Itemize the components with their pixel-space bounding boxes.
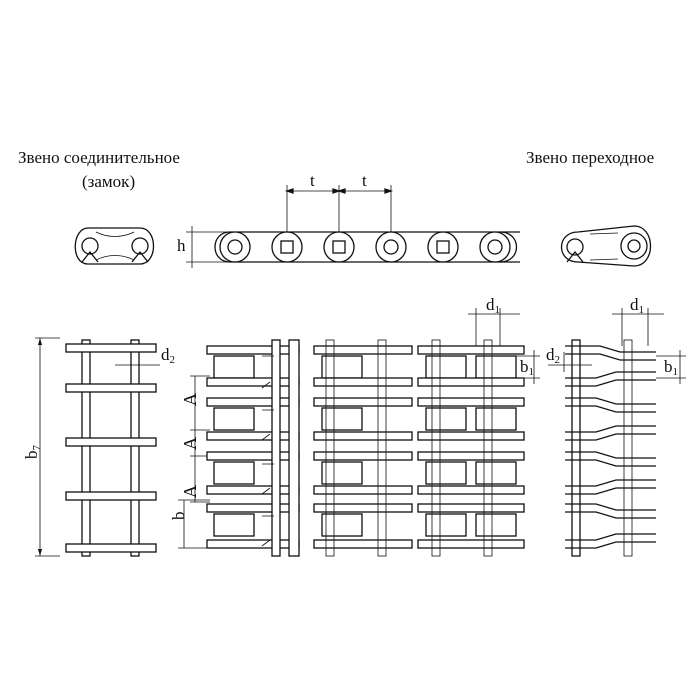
transition-link-side-view	[561, 225, 652, 267]
dim-b7: b7	[22, 445, 43, 460]
caption-connecting-link-note: (замок)	[82, 172, 136, 191]
caption-connecting-link: Звено соединительное	[18, 148, 180, 167]
dim-d2-right: d2	[546, 345, 560, 366]
dim-A-2: A	[180, 437, 200, 450]
connecting-link-side-view	[74, 227, 154, 265]
dim-b: b	[169, 512, 188, 521]
dim-b1-right: b1	[664, 357, 678, 378]
dim-d1-right: d1	[630, 295, 644, 316]
caption-transition-link: Звено переходное	[526, 148, 655, 167]
dim-t-1: t	[310, 171, 315, 190]
connecting-link-top-view: b7 d2	[22, 337, 175, 557]
transition-link-top-view: d1 d2 b1	[546, 295, 686, 557]
dim-d2-left: d2	[161, 345, 175, 366]
dim-h: h	[177, 236, 186, 255]
dim-A-3: A	[180, 485, 200, 498]
chain-side-view: t t h	[177, 171, 520, 268]
dim-t-2: t	[362, 171, 367, 190]
dim-A-1: A	[180, 393, 200, 406]
dim-b1-center: b1	[520, 357, 534, 378]
dim-d1-center: d1	[486, 295, 500, 316]
chain-top-view: b A A A	[169, 295, 540, 557]
